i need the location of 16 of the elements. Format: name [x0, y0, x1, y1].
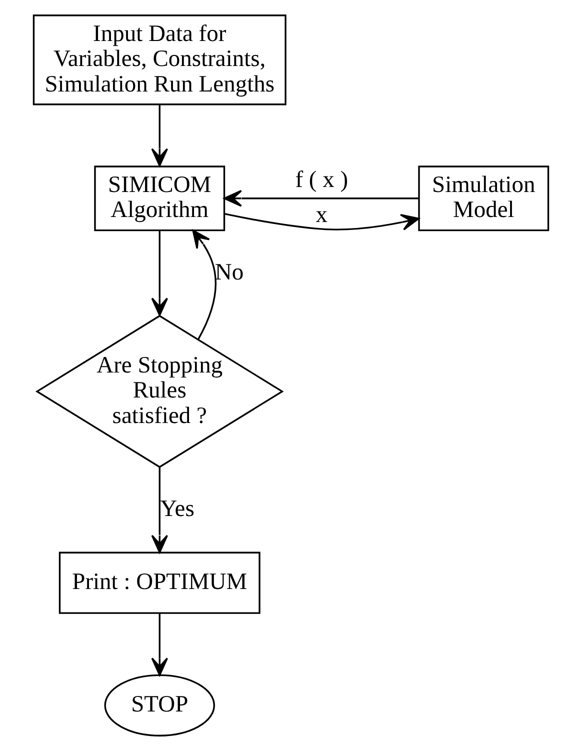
- arrow: [151, 467, 168, 554]
- edge-label: f ( x ): [295, 166, 348, 193]
- arrow: [224, 213, 420, 230]
- node-ellipse: STOP: [104, 674, 216, 736]
- node-box: Print : OPTIMUM: [58, 552, 260, 614]
- node-box: Simulation Model: [418, 166, 550, 232]
- arrow: [224, 190, 419, 207]
- node-box: Input Data for Variables, Constraints, Simulation Run Lengths: [32, 14, 286, 106]
- arrow: [151, 105, 168, 167]
- node-box: SIMICOM Algorithm: [94, 166, 226, 232]
- arrow: [151, 613, 168, 676]
- arrow: [151, 230, 168, 316]
- arrow: [192, 230, 216, 340]
- edge-label: No: [214, 259, 244, 286]
- edge-label: x: [316, 202, 328, 228]
- node-diamond: Are Stopping Rules satisfied ?: [35, 314, 284, 468]
